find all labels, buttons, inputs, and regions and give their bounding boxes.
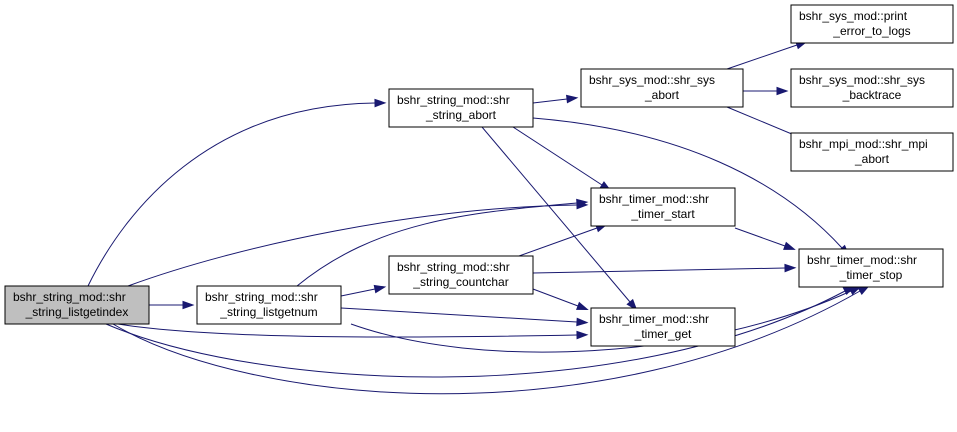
edge-arrowhead	[626, 298, 638, 311]
edge-line	[726, 44, 798, 70]
node-string_abort[interactable]: bshr_string_mod::shr_string_abort	[388, 88, 534, 128]
node-label-line2: _abort	[644, 88, 680, 102]
edge-sys_abort-to-backtrace	[743, 86, 789, 96]
edge-countchar-to-timer_get	[532, 288, 589, 311]
node-label-line2: _backtrace	[842, 88, 902, 102]
edge-arrowhead	[848, 286, 862, 296]
edge-line	[532, 98, 568, 104]
node-box[interactable]	[4, 285, 150, 325]
node-label-line1: bshr_string_mod::shr	[205, 290, 318, 304]
node-box[interactable]	[580, 68, 744, 108]
node-box[interactable]	[790, 68, 954, 108]
edge-arrowhead	[373, 284, 387, 294]
edge-arrowhead	[783, 241, 796, 250]
edge-arrowhead	[576, 317, 589, 327]
node-print_error[interactable]: bshr_sys_mod::print_error_to_logs	[790, 4, 954, 44]
edge-line	[127, 204, 578, 287]
edge-timer_start-to-timer_stop	[734, 227, 796, 250]
edge-line	[518, 227, 598, 257]
node-label-line1: bshr_timer_mod::shr	[599, 192, 709, 206]
edge-arrowhead	[784, 263, 797, 273]
node-label-line2: _string_listgetnum	[219, 305, 317, 319]
edge-listgetnum-to-timer_start	[296, 198, 589, 287]
node-label-line2: _abort	[854, 152, 890, 166]
node-label-line1: bshr_timer_mod::shr	[599, 312, 709, 326]
edge-sys_abort-to-print_error	[726, 41, 808, 70]
node-box[interactable]	[798, 248, 944, 288]
edge-arrowhead	[576, 330, 589, 340]
node-label-line2: _string_countchar	[412, 275, 508, 289]
edge-line	[340, 288, 376, 297]
node-timer_stop[interactable]: bshr_timer_mod::shr_timer_stop	[798, 248, 944, 288]
edge-arrowhead	[565, 94, 579, 104]
edge-listgetnum-to-timer_stop	[350, 286, 862, 353]
node-box[interactable]	[388, 88, 534, 128]
edge-line	[726, 106, 800, 138]
edge-arrowhead	[776, 86, 789, 96]
edge-listgetindex-to-listgetnum	[149, 300, 195, 310]
edge-line	[532, 117, 843, 249]
node-listgetnum[interactable]: bshr_string_mod::shr_string_listgetnum	[196, 285, 342, 325]
edge-string_abort-to-timer_get	[481, 126, 638, 311]
node-label-line2: _timer_start	[630, 207, 695, 221]
edge-line	[340, 307, 578, 323]
node-box[interactable]	[590, 307, 736, 347]
node-mpi_abort[interactable]: bshr_mpi_mod::shr_mpi_abort	[790, 132, 954, 172]
node-label-line1: bshr_string_mod::shr	[13, 290, 126, 304]
edge-string_abort-to-sys_abort	[532, 94, 579, 104]
node-sys_abort[interactable]: bshr_sys_mod::shr_sys_abort	[580, 68, 744, 108]
node-label-line1: bshr_sys_mod::shr_sys	[589, 73, 715, 87]
node-label-line2: _error_to_logs	[832, 24, 910, 38]
node-listgetindex[interactable]: bshr_string_mod::shr_string_listgetindex	[4, 285, 150, 325]
node-backtrace[interactable]: bshr_sys_mod::shr_sys_backtrace	[790, 68, 954, 108]
edge-line	[105, 290, 846, 378]
node-countchar[interactable]: bshr_string_mod::shr_string_countchar	[388, 255, 534, 295]
node-timer_start[interactable]: bshr_timer_mod::shr_timer_start	[590, 187, 736, 227]
edge-arrowhead	[576, 198, 589, 208]
edge-arrowhead	[374, 98, 387, 108]
edge-listgetindex-to-timer_stop	[112, 285, 870, 395]
node-label-line1: bshr_mpi_mod::shr_mpi	[799, 137, 928, 151]
node-box[interactable]	[790, 4, 954, 44]
node-box[interactable]	[590, 187, 736, 227]
node-timer_get[interactable]: bshr_timer_mod::shr_timer_get	[590, 307, 736, 347]
edge-line	[481, 126, 631, 303]
node-box[interactable]	[790, 132, 954, 172]
edge-line	[117, 323, 578, 338]
node-label-line1: bshr_sys_mod::print	[799, 9, 908, 23]
edge-line	[734, 227, 786, 247]
edge-line	[532, 288, 579, 307]
edge-listgetnum-to-countchar	[340, 284, 387, 297]
edge-line	[350, 290, 852, 353]
node-label-line1: bshr_string_mod::shr	[397, 93, 510, 107]
edge-countchar-to-timer_stop	[532, 263, 797, 274]
edge-listgetindex-to-string_abort	[87, 98, 387, 287]
node-label-line2: _timer_stop	[839, 268, 903, 282]
edge-line	[296, 202, 578, 287]
node-label-line1: bshr_string_mod::shr	[397, 260, 510, 274]
edge-countchar-to-timer_start	[518, 224, 608, 257]
edge-listgetindex-to-timer_get	[117, 323, 589, 340]
node-label-line2: _timer_get	[634, 327, 692, 341]
edge-listgetnum-to-timer_get	[340, 307, 589, 327]
edge-line	[512, 126, 603, 186]
node-label-line2: _string_listgetindex	[25, 305, 129, 319]
edge-arrowhead	[182, 300, 195, 310]
node-box[interactable]	[388, 255, 534, 295]
node-layer: bshr_string_mod::shr_string_listgetindex…	[4, 4, 954, 347]
node-label-line1: bshr_sys_mod::shr_sys	[799, 73, 925, 87]
edge-line	[532, 267, 786, 274]
edge-arrowhead	[576, 301, 589, 311]
node-label-line1: bshr_timer_mod::shr	[807, 253, 917, 267]
edge-line	[112, 290, 861, 395]
edge-line	[87, 102, 376, 287]
node-box[interactable]	[196, 285, 342, 325]
node-label-line2: _string_abort	[425, 108, 497, 122]
